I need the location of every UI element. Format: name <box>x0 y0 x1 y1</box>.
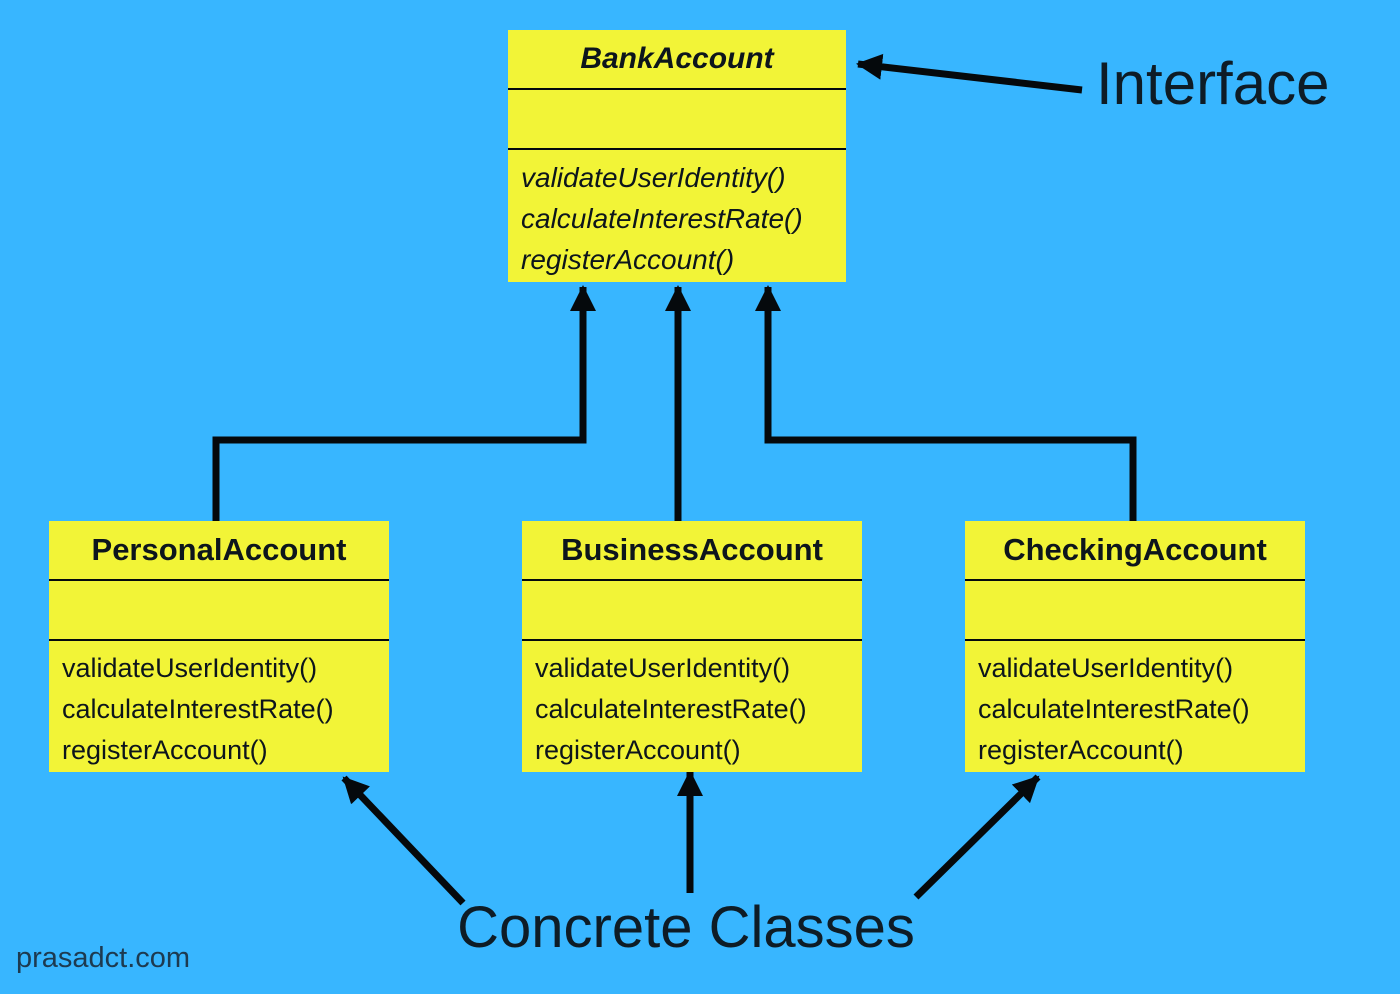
class-title-personalaccount: PersonalAccount <box>49 521 389 581</box>
interface-label: Interface <box>1096 50 1330 117</box>
class-box-checkingaccount: CheckingAccount validateUserIdentity() c… <box>965 521 1305 772</box>
class-attributes-businessaccount <box>522 581 862 641</box>
class-box-personalaccount: PersonalAccount validateUserIdentity() c… <box>49 521 389 772</box>
method-item: calculateInterestRate() <box>521 203 803 234</box>
concrete-annotation-arrow-checking <box>913 774 1041 900</box>
concrete-classes-label: Concrete Classes <box>457 895 915 960</box>
method-item: validateUserIdentity() <box>535 653 791 683</box>
class-methods-bankaccount: validateUserIdentity() calculateInterest… <box>508 150 846 280</box>
class-title-bankaccount: BankAccount <box>508 30 846 90</box>
class-attributes-bankaccount <box>508 90 846 150</box>
inheritance-arrow-personalaccount <box>212 285 596 521</box>
method-item: validateUserIdentity() <box>521 162 786 193</box>
class-title-businessaccount: BusinessAccount <box>522 521 862 581</box>
method-item: registerAccount() <box>62 735 268 765</box>
method-item: calculateInterestRate() <box>535 694 807 724</box>
class-methods-checkingaccount: validateUserIdentity() calculateInterest… <box>965 641 1305 771</box>
method-item: validateUserIdentity() <box>978 653 1234 683</box>
concrete-annotation-arrow-personal <box>341 775 466 906</box>
class-attributes-checkingaccount <box>965 581 1305 641</box>
method-item: validateUserIdentity() <box>62 653 318 683</box>
class-methods-personalaccount: validateUserIdentity() calculateInterest… <box>49 641 389 771</box>
method-item: calculateInterestRate() <box>62 694 334 724</box>
class-box-bankaccount: BankAccount validateUserIdentity() calcu… <box>508 30 846 282</box>
method-item: registerAccount() <box>521 244 735 275</box>
watermark-text: prasadct.com <box>16 942 191 974</box>
method-item: registerAccount() <box>535 735 741 765</box>
class-attributes-personalaccount <box>49 581 389 641</box>
class-title-checkingaccount: CheckingAccount <box>965 521 1305 581</box>
inheritance-arrow-checkingaccount <box>755 285 1137 521</box>
class-box-businessaccount: BusinessAccount validateUserIdentity() c… <box>522 521 862 772</box>
class-methods-businessaccount: validateUserIdentity() calculateInterest… <box>522 641 862 771</box>
method-item: registerAccount() <box>978 735 1184 765</box>
method-item: calculateInterestRate() <box>978 694 1250 724</box>
interface-annotation-arrow <box>856 53 1083 94</box>
